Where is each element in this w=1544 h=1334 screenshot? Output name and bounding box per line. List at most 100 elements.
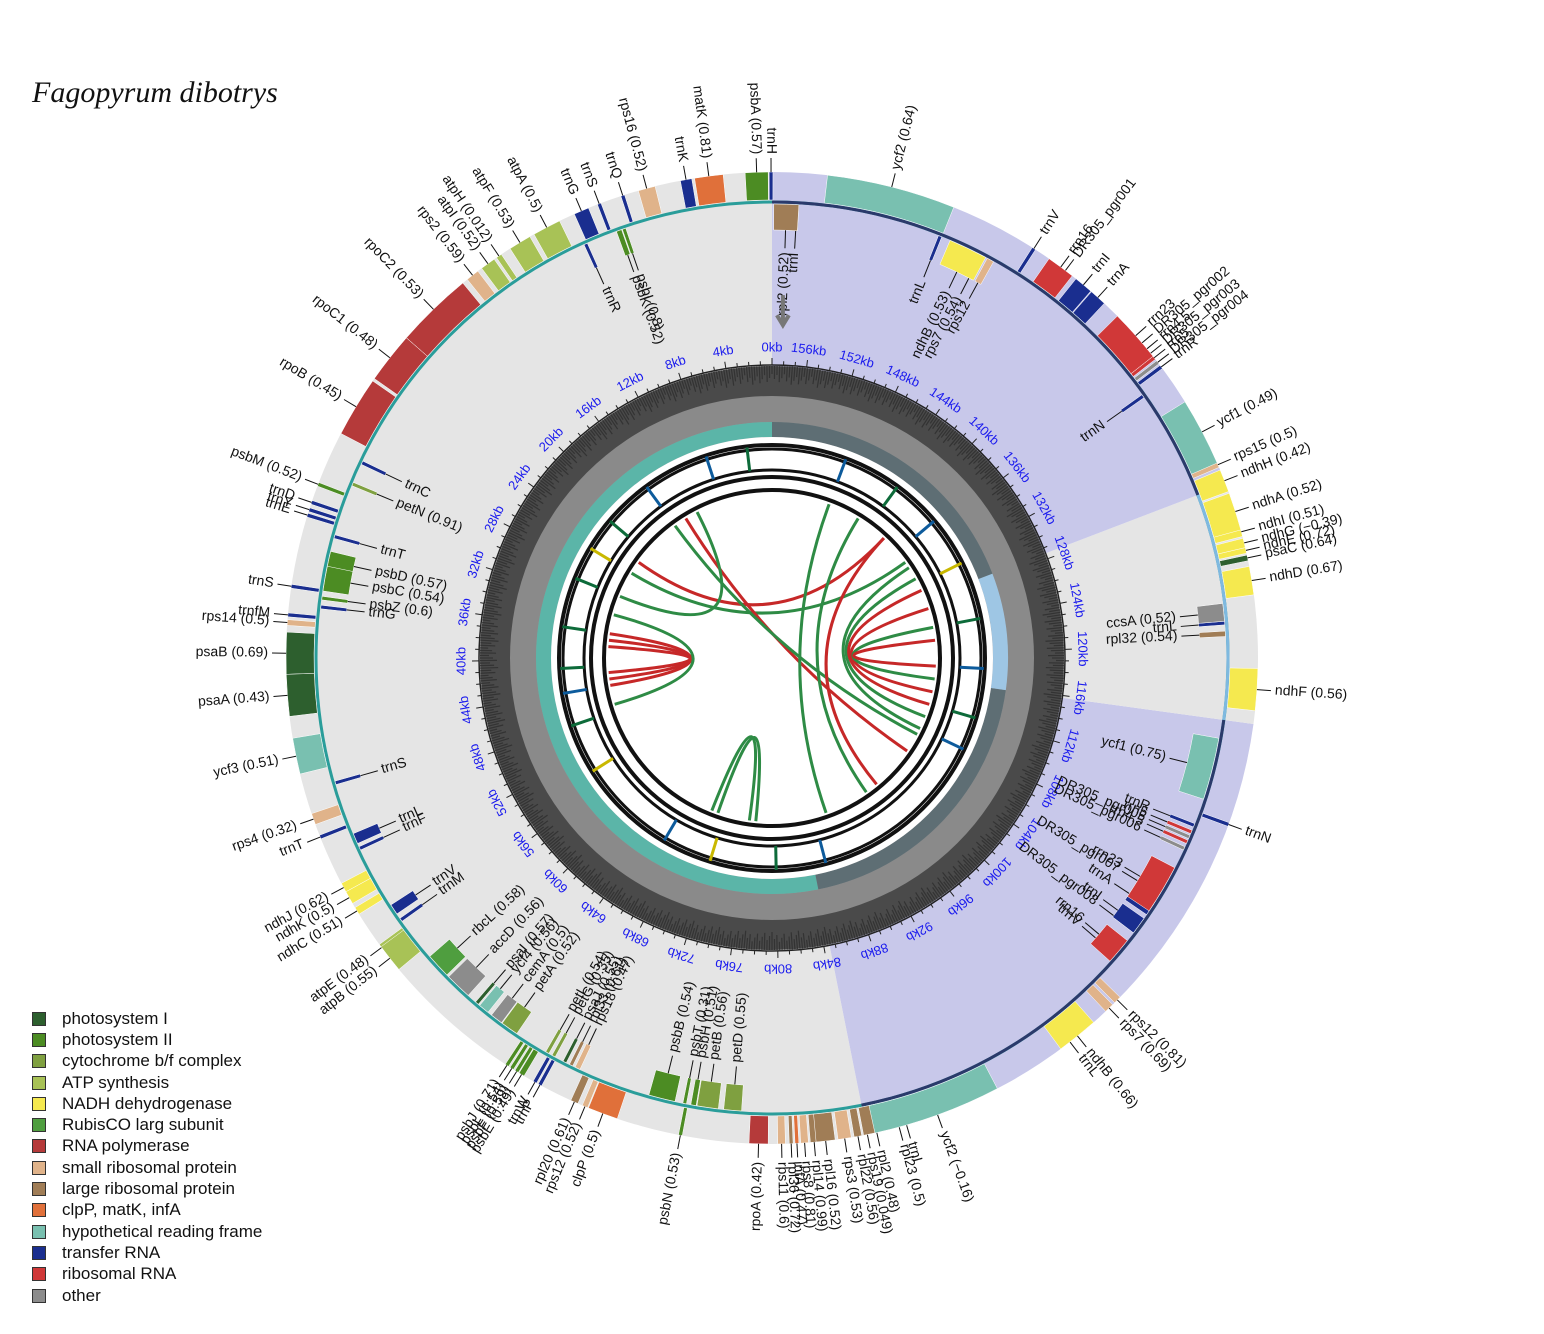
gc-tick bbox=[1043, 693, 1062, 697]
gene-block bbox=[622, 227, 635, 255]
gc-tick bbox=[884, 918, 889, 927]
gene-block bbox=[496, 254, 518, 282]
gene-block bbox=[648, 1069, 681, 1102]
gc-tick bbox=[486, 717, 501, 722]
gc-tick bbox=[1035, 740, 1051, 747]
scale-tick bbox=[707, 943, 710, 949]
gc-tick bbox=[552, 464, 562, 473]
scale-tick bbox=[646, 388, 650, 393]
gc-tick bbox=[1051, 616, 1062, 620]
gc-tick bbox=[1038, 579, 1054, 585]
gc-tick bbox=[1006, 507, 1023, 518]
gc-tick bbox=[482, 696, 494, 700]
scale-tick bbox=[987, 457, 992, 461]
gc-tick bbox=[1008, 814, 1016, 820]
gc-tick bbox=[585, 432, 597, 446]
gc-tick bbox=[516, 515, 528, 523]
gc-tick bbox=[1046, 674, 1064, 677]
gc-tick bbox=[1045, 725, 1056, 730]
gc-tick bbox=[1015, 515, 1028, 524]
gc-tick bbox=[909, 403, 917, 415]
gc-tick bbox=[1040, 574, 1053, 580]
gc-tick bbox=[491, 735, 501, 740]
gene-block bbox=[390, 890, 419, 915]
gc-tick bbox=[558, 845, 571, 858]
gene-block bbox=[1196, 603, 1225, 624]
gene-block bbox=[788, 1115, 794, 1144]
gc-tick bbox=[1050, 714, 1059, 717]
gene-leader bbox=[499, 974, 513, 990]
gene-label: trnI bbox=[784, 252, 801, 273]
gc-tick bbox=[1024, 524, 1033, 530]
gc-tick bbox=[989, 471, 998, 479]
gc-tick bbox=[1046, 710, 1059, 715]
gene-leader bbox=[273, 694, 288, 697]
gc-tick bbox=[576, 865, 586, 876]
gc-tick bbox=[484, 606, 495, 610]
gc-tick bbox=[533, 487, 547, 498]
gc-tick bbox=[743, 930, 747, 949]
legend-label: ATP synthesis bbox=[62, 1072, 170, 1092]
gc-tick bbox=[849, 920, 856, 939]
gc-tick bbox=[1014, 800, 1024, 807]
scale-tick bbox=[586, 425, 591, 429]
gc-tick bbox=[849, 377, 854, 388]
gene-leader bbox=[923, 260, 931, 278]
scale-tick bbox=[953, 425, 958, 429]
gc-tick bbox=[522, 803, 534, 812]
gene-leader bbox=[876, 1132, 881, 1147]
gene-block bbox=[1097, 315, 1154, 375]
gene-block bbox=[1201, 812, 1230, 827]
gene-block bbox=[868, 1063, 998, 1134]
gc-tick bbox=[509, 529, 523, 537]
gc-tick bbox=[659, 914, 667, 929]
gene-block bbox=[551, 1032, 568, 1058]
gc-tick bbox=[601, 419, 613, 435]
tick-label: 40kb bbox=[453, 647, 468, 675]
gc-tick bbox=[499, 756, 515, 764]
gc-tick bbox=[535, 485, 546, 494]
scale-tick bbox=[1038, 535, 1043, 538]
gene-block bbox=[570, 1074, 590, 1104]
gc-tick bbox=[579, 437, 593, 451]
gc-tick bbox=[866, 919, 873, 933]
scale-tick bbox=[1047, 555, 1055, 560]
legend-label: transfer RNA bbox=[62, 1242, 161, 1262]
gc-tick bbox=[1050, 684, 1063, 687]
gene-block bbox=[1159, 835, 1186, 851]
gc-tick bbox=[975, 841, 990, 854]
gc-tick bbox=[505, 768, 522, 778]
gc-tick bbox=[860, 923, 866, 936]
gene-block bbox=[939, 240, 987, 281]
gene-block bbox=[1219, 554, 1249, 567]
scale-tick bbox=[494, 762, 499, 765]
gc-tick bbox=[743, 367, 746, 376]
gc-tick bbox=[1001, 487, 1011, 495]
gc-tick bbox=[669, 384, 677, 402]
gc-tick bbox=[484, 708, 494, 712]
tick-label: 84kb bbox=[812, 954, 842, 974]
gc-tick bbox=[942, 429, 955, 444]
gc-tick bbox=[978, 850, 986, 858]
repeat-marker bbox=[609, 520, 630, 538]
gene-leader bbox=[597, 1113, 604, 1127]
repeat-marker bbox=[574, 576, 599, 589]
gene-leader bbox=[298, 497, 312, 503]
gc-tick bbox=[1050, 691, 1062, 695]
gene-leader bbox=[1069, 1041, 1079, 1054]
gc-tick bbox=[932, 891, 938, 899]
gene-leader bbox=[790, 1143, 793, 1158]
gc-tick bbox=[885, 391, 892, 403]
gene-label: rpoA (0.42) bbox=[747, 1162, 765, 1232]
gc-tick bbox=[623, 895, 633, 910]
scale-tick bbox=[1006, 833, 1011, 837]
gene-leader bbox=[539, 214, 548, 228]
gc-tick bbox=[565, 451, 578, 464]
gene-leader bbox=[527, 1081, 536, 1095]
scale-tick bbox=[1025, 804, 1030, 807]
ir-border bbox=[861, 719, 1226, 1107]
gene-leader bbox=[293, 510, 308, 516]
scale-tick bbox=[523, 494, 528, 498]
gc-tick bbox=[967, 449, 978, 460]
legend-label: hypothetical reading frame bbox=[62, 1221, 263, 1241]
